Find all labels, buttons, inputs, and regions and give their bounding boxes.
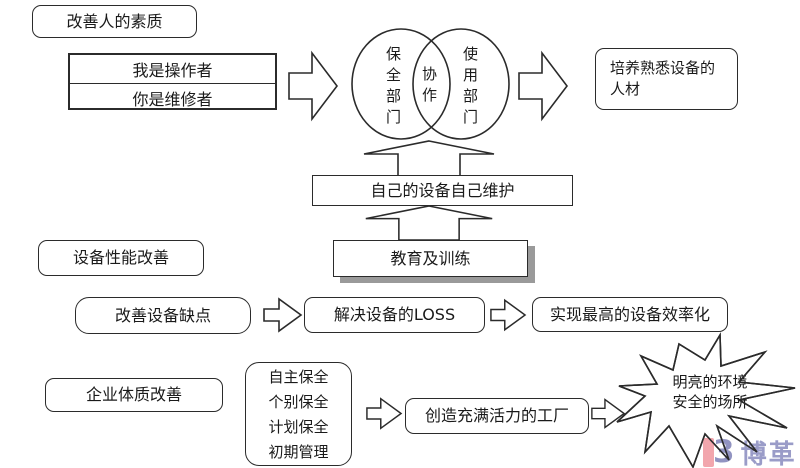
pillar-item: 个别保全 bbox=[268, 393, 329, 411]
burst-line2: 安全的场所 bbox=[672, 393, 748, 411]
burst-text: 明亮的环境 安全的场所 bbox=[645, 372, 775, 412]
block-arrow-up-icon bbox=[365, 205, 493, 241]
training-box: 教育及训练 bbox=[333, 240, 528, 277]
human-quality-title-box: 改善人的素质 bbox=[32, 5, 197, 38]
venn-right-label: 使用部门 bbox=[461, 46, 479, 130]
vital-factory-box: 创造充满活力的工厂 bbox=[405, 398, 589, 434]
enterprise-title-box: 企业体质改善 bbox=[45, 378, 223, 412]
efficiency-box: 实现最高的设备效率化 bbox=[532, 297, 728, 332]
logo-b-icon: 3 bbox=[713, 434, 735, 468]
talent-line1: 培养熟悉设备的 bbox=[610, 59, 716, 77]
identity-table: 我是操作者 你是维修者 bbox=[68, 53, 277, 110]
block-arrow-right-icon bbox=[288, 50, 339, 122]
logo-brand-text: 博革 bbox=[740, 440, 797, 468]
boge-logo: 3 博革 bbox=[703, 434, 797, 468]
talent-result-box: 培养熟悉设备的 人材 bbox=[595, 48, 738, 110]
venn-left-label: 保全部门 bbox=[384, 46, 402, 130]
block-arrow-right-icon bbox=[490, 298, 527, 332]
block-arrow-right-icon bbox=[366, 397, 403, 430]
loss-box: 解决设备的LOSS bbox=[304, 297, 485, 333]
talent-line2: 人材 bbox=[610, 80, 641, 98]
defect-box: 改善设备缺点 bbox=[75, 297, 251, 334]
pillar-item: 计划保全 bbox=[268, 418, 329, 436]
burst-line1: 明亮的环境 bbox=[672, 373, 748, 391]
venn-diagram bbox=[351, 28, 510, 140]
equipment-title-box: 设备性能改善 bbox=[38, 240, 204, 276]
venn-overlap-label: 协作 bbox=[420, 66, 438, 108]
block-arrow-right-icon bbox=[518, 50, 569, 122]
identity-row-maintainer: 你是维修者 bbox=[132, 89, 213, 109]
pillar-item: 自主保全 bbox=[268, 368, 329, 386]
block-arrow-right-icon bbox=[591, 398, 626, 429]
pillars-box: 自主保全 个别保全 计划保全 初期管理 bbox=[245, 362, 352, 466]
pillar-item: 初期管理 bbox=[268, 443, 329, 461]
identity-row-operator: 我是操作者 bbox=[70, 55, 275, 84]
self-maintain-box: 自己的设备自己维护 bbox=[312, 175, 573, 206]
block-arrow-right-icon bbox=[263, 297, 303, 333]
block-arrow-up-icon bbox=[363, 140, 495, 177]
